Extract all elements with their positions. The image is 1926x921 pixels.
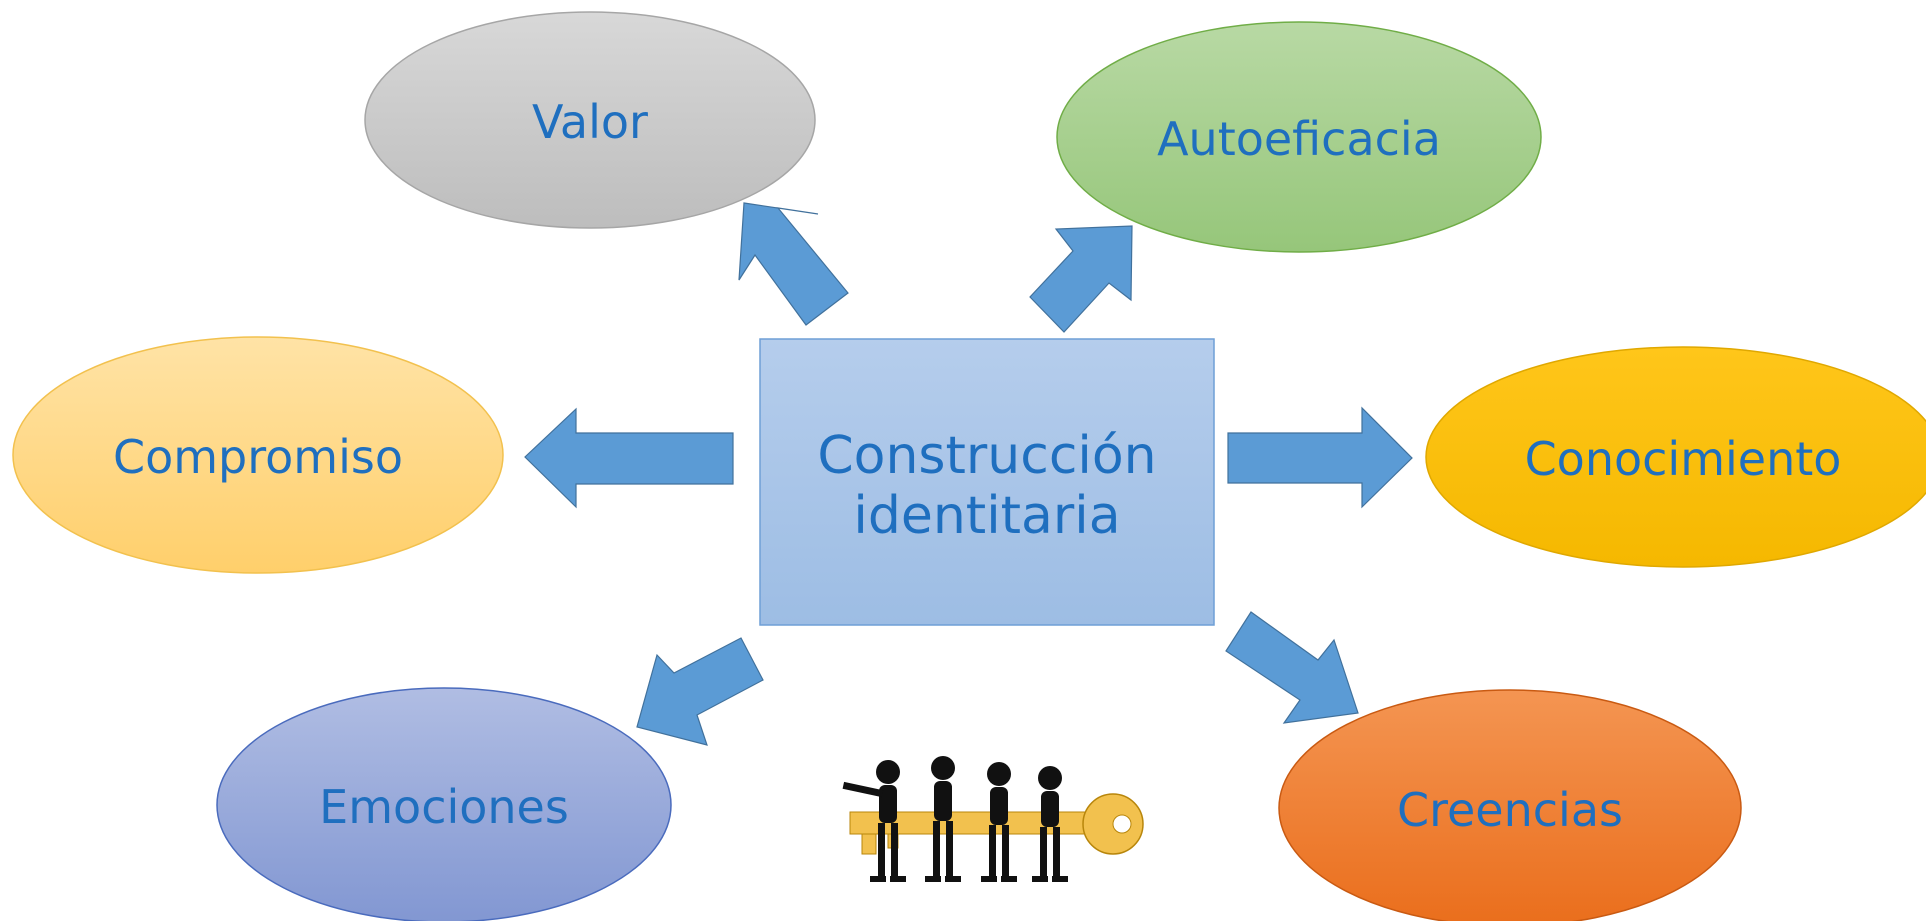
center-box: Construcción identitaria	[759, 338, 1215, 626]
node-creencias: Creencias	[1278, 689, 1742, 921]
node-emociones: Emociones	[216, 687, 672, 921]
node-compromiso-label: Compromiso	[113, 430, 403, 484]
node-valor: Valor	[364, 11, 816, 229]
arrow-to-compromiso	[524, 407, 734, 509]
people-carrying-key-icon	[842, 756, 1144, 882]
arrow-to-creencias	[1225, 611, 1359, 724]
node-autoeficacia-label: Autoeficacia	[1157, 112, 1441, 166]
arrow-to-valor	[738, 202, 849, 326]
node-emociones-label: Emociones	[319, 780, 569, 834]
node-conocimiento-label: Conocimiento	[1525, 432, 1842, 486]
center-title-line2: identitaria	[853, 486, 1120, 546]
center-title-line1: Construcción	[817, 426, 1156, 486]
arrow-to-emociones	[636, 637, 764, 746]
arrow-to-autoeficacia	[1029, 225, 1133, 333]
arrow-to-conocimiento	[1227, 406, 1413, 509]
node-valor-label: Valor	[532, 95, 648, 149]
node-compromiso: Compromiso	[12, 336, 504, 574]
node-conocimiento: Conocimiento	[1425, 346, 1926, 568]
node-creencias-label: Creencias	[1397, 783, 1623, 837]
node-autoeficacia: Autoeficacia	[1056, 21, 1542, 253]
